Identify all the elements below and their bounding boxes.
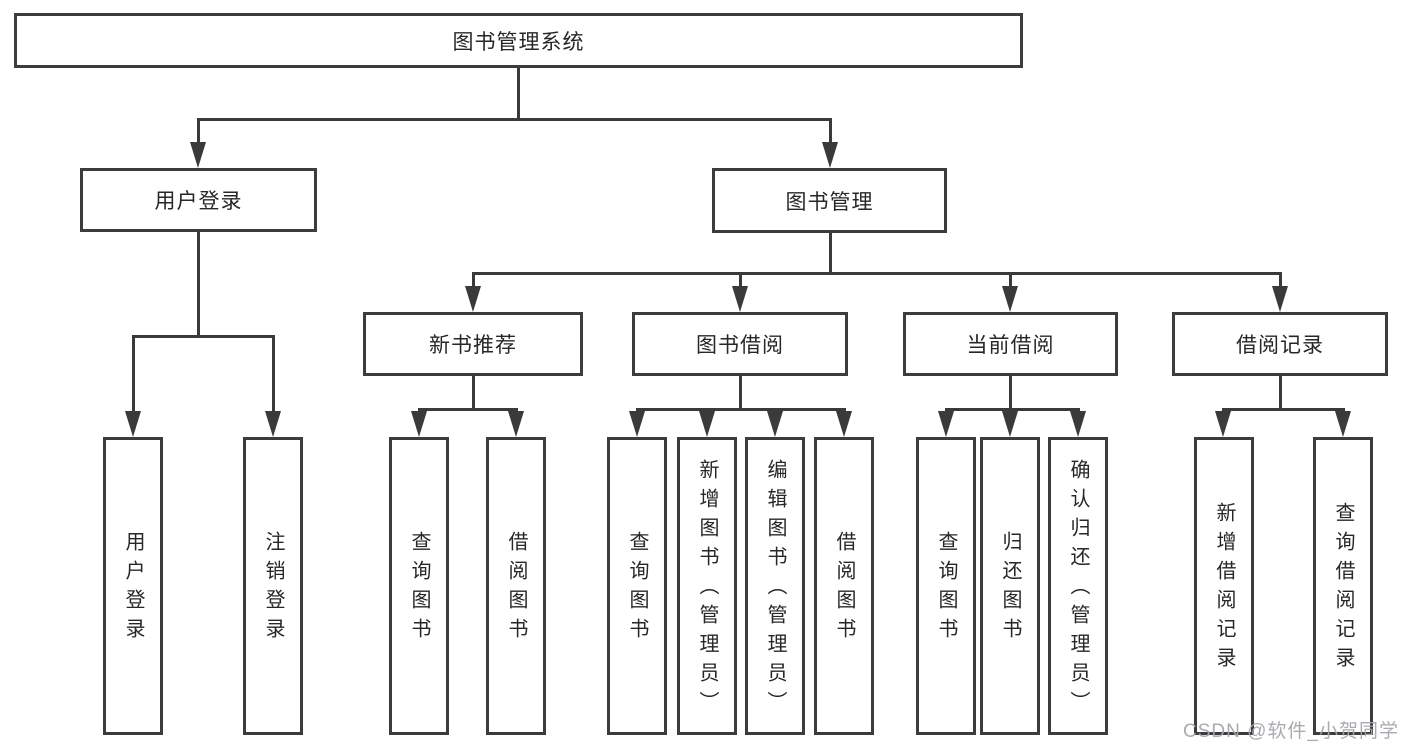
leaf-borrow-books-2: 借阅图书 [814, 437, 874, 735]
node-borrowing-records: 借阅记录 [1172, 312, 1388, 376]
arrowhead-icon [699, 411, 715, 437]
leaf-edit-books-admin: 编辑图书（管理员） [745, 437, 805, 735]
arrowhead-icon [1272, 286, 1288, 312]
arrowhead-icon [508, 411, 524, 437]
leaf-return-books: 归还图书 [980, 437, 1040, 735]
arrowhead-icon [767, 411, 783, 437]
leaf-query-books-2: 查询图书 [607, 437, 667, 735]
leaf-query-borrow-record: 查询借阅记录 [1313, 437, 1373, 735]
arrowhead-icon [1002, 411, 1018, 437]
node-book-management: 图书管理 [712, 168, 947, 233]
arrowhead-icon [836, 411, 852, 437]
arrowhead-icon [465, 286, 481, 312]
arrowhead-icon [125, 411, 141, 437]
watermark: CSDN @软件_小贺同学 [1183, 721, 1399, 742]
arrowhead-icon [265, 411, 281, 437]
node-root: 图书管理系统 [14, 13, 1023, 68]
leaf-confirm-return-admin: 确认归还（管理员） [1048, 437, 1108, 735]
arrowhead-icon [732, 286, 748, 312]
leaf-add-books-admin: 新增图书（管理员） [677, 437, 737, 735]
arrowhead-icon [822, 142, 838, 168]
arrowhead-icon [1215, 411, 1231, 437]
node-current-borrowing: 当前借阅 [903, 312, 1118, 376]
arrowhead-icon [938, 411, 954, 437]
node-new-book-recommend: 新书推荐 [363, 312, 583, 376]
leaf-add-borrow-record: 新增借阅记录 [1194, 437, 1254, 735]
node-user-login: 用户登录 [80, 168, 317, 232]
leaf-query-books-3: 查询图书 [916, 437, 976, 735]
arrowhead-icon [1335, 411, 1351, 437]
node-book-borrowing: 图书借阅 [632, 312, 848, 376]
arrowhead-icon [190, 142, 206, 168]
arrowhead-icon [1070, 411, 1086, 437]
arrowhead-icon [629, 411, 645, 437]
arrowhead-icon [411, 411, 427, 437]
arrowhead-icon [1002, 286, 1018, 312]
leaf-logout: 注销登录 [243, 437, 303, 735]
leaf-user-login: 用户登录 [103, 437, 163, 735]
leaf-borrow-books-1: 借阅图书 [486, 437, 546, 735]
leaf-query-books-1: 查询图书 [389, 437, 449, 735]
